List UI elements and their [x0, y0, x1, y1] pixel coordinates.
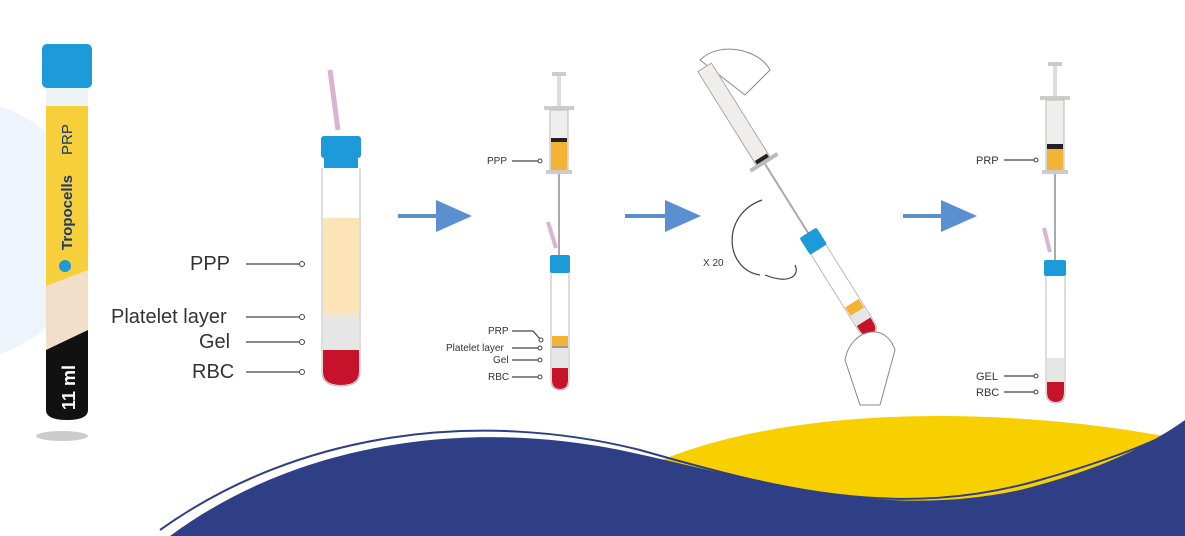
- step1-tube: [321, 69, 361, 387]
- label-platelet-layer: Platelet layer: [111, 306, 227, 328]
- repeat-count-label: X 20: [703, 258, 724, 269]
- label-gel: GEL: [976, 371, 998, 383]
- label-prp: PRP: [488, 326, 509, 337]
- label-rbc: RBC: [192, 361, 234, 383]
- label-rbc: RBC: [976, 387, 999, 399]
- label-rbc: RBC: [488, 372, 509, 383]
- volume-text: 11 ml: [59, 365, 79, 410]
- step4-syringe-tube: [1040, 62, 1070, 404]
- bottom-wave: [159, 416, 1185, 536]
- label-gel: Gel: [493, 355, 509, 366]
- step3-mixing: X 20: [697, 48, 896, 406]
- label-platelet-layer: Platelet layer: [446, 343, 504, 354]
- needle: [327, 69, 341, 131]
- hand-top: [699, 48, 771, 96]
- tropocells-tube: Tropocells PRP 11 ml: [36, 44, 92, 441]
- logo-icon: [59, 260, 71, 272]
- step2-syringe-tube: [544, 72, 574, 391]
- label-gel: Gel: [199, 331, 230, 353]
- step2-labels: PPP PRP Platelet layer Gel RBC: [446, 156, 544, 383]
- label-syringe-prp: PRP: [976, 155, 999, 167]
- step4-labels: PRP GEL RBC: [976, 155, 1039, 399]
- brand-text: Tropocells: [59, 175, 76, 250]
- product-name-text: PRP: [59, 124, 76, 155]
- label-syringe-ppp: PPP: [487, 156, 507, 167]
- hand-bottom: [844, 331, 896, 406]
- label-ppp: PPP: [190, 253, 230, 275]
- step1-labels: PPP Platelet layer Gel RBC: [111, 253, 305, 383]
